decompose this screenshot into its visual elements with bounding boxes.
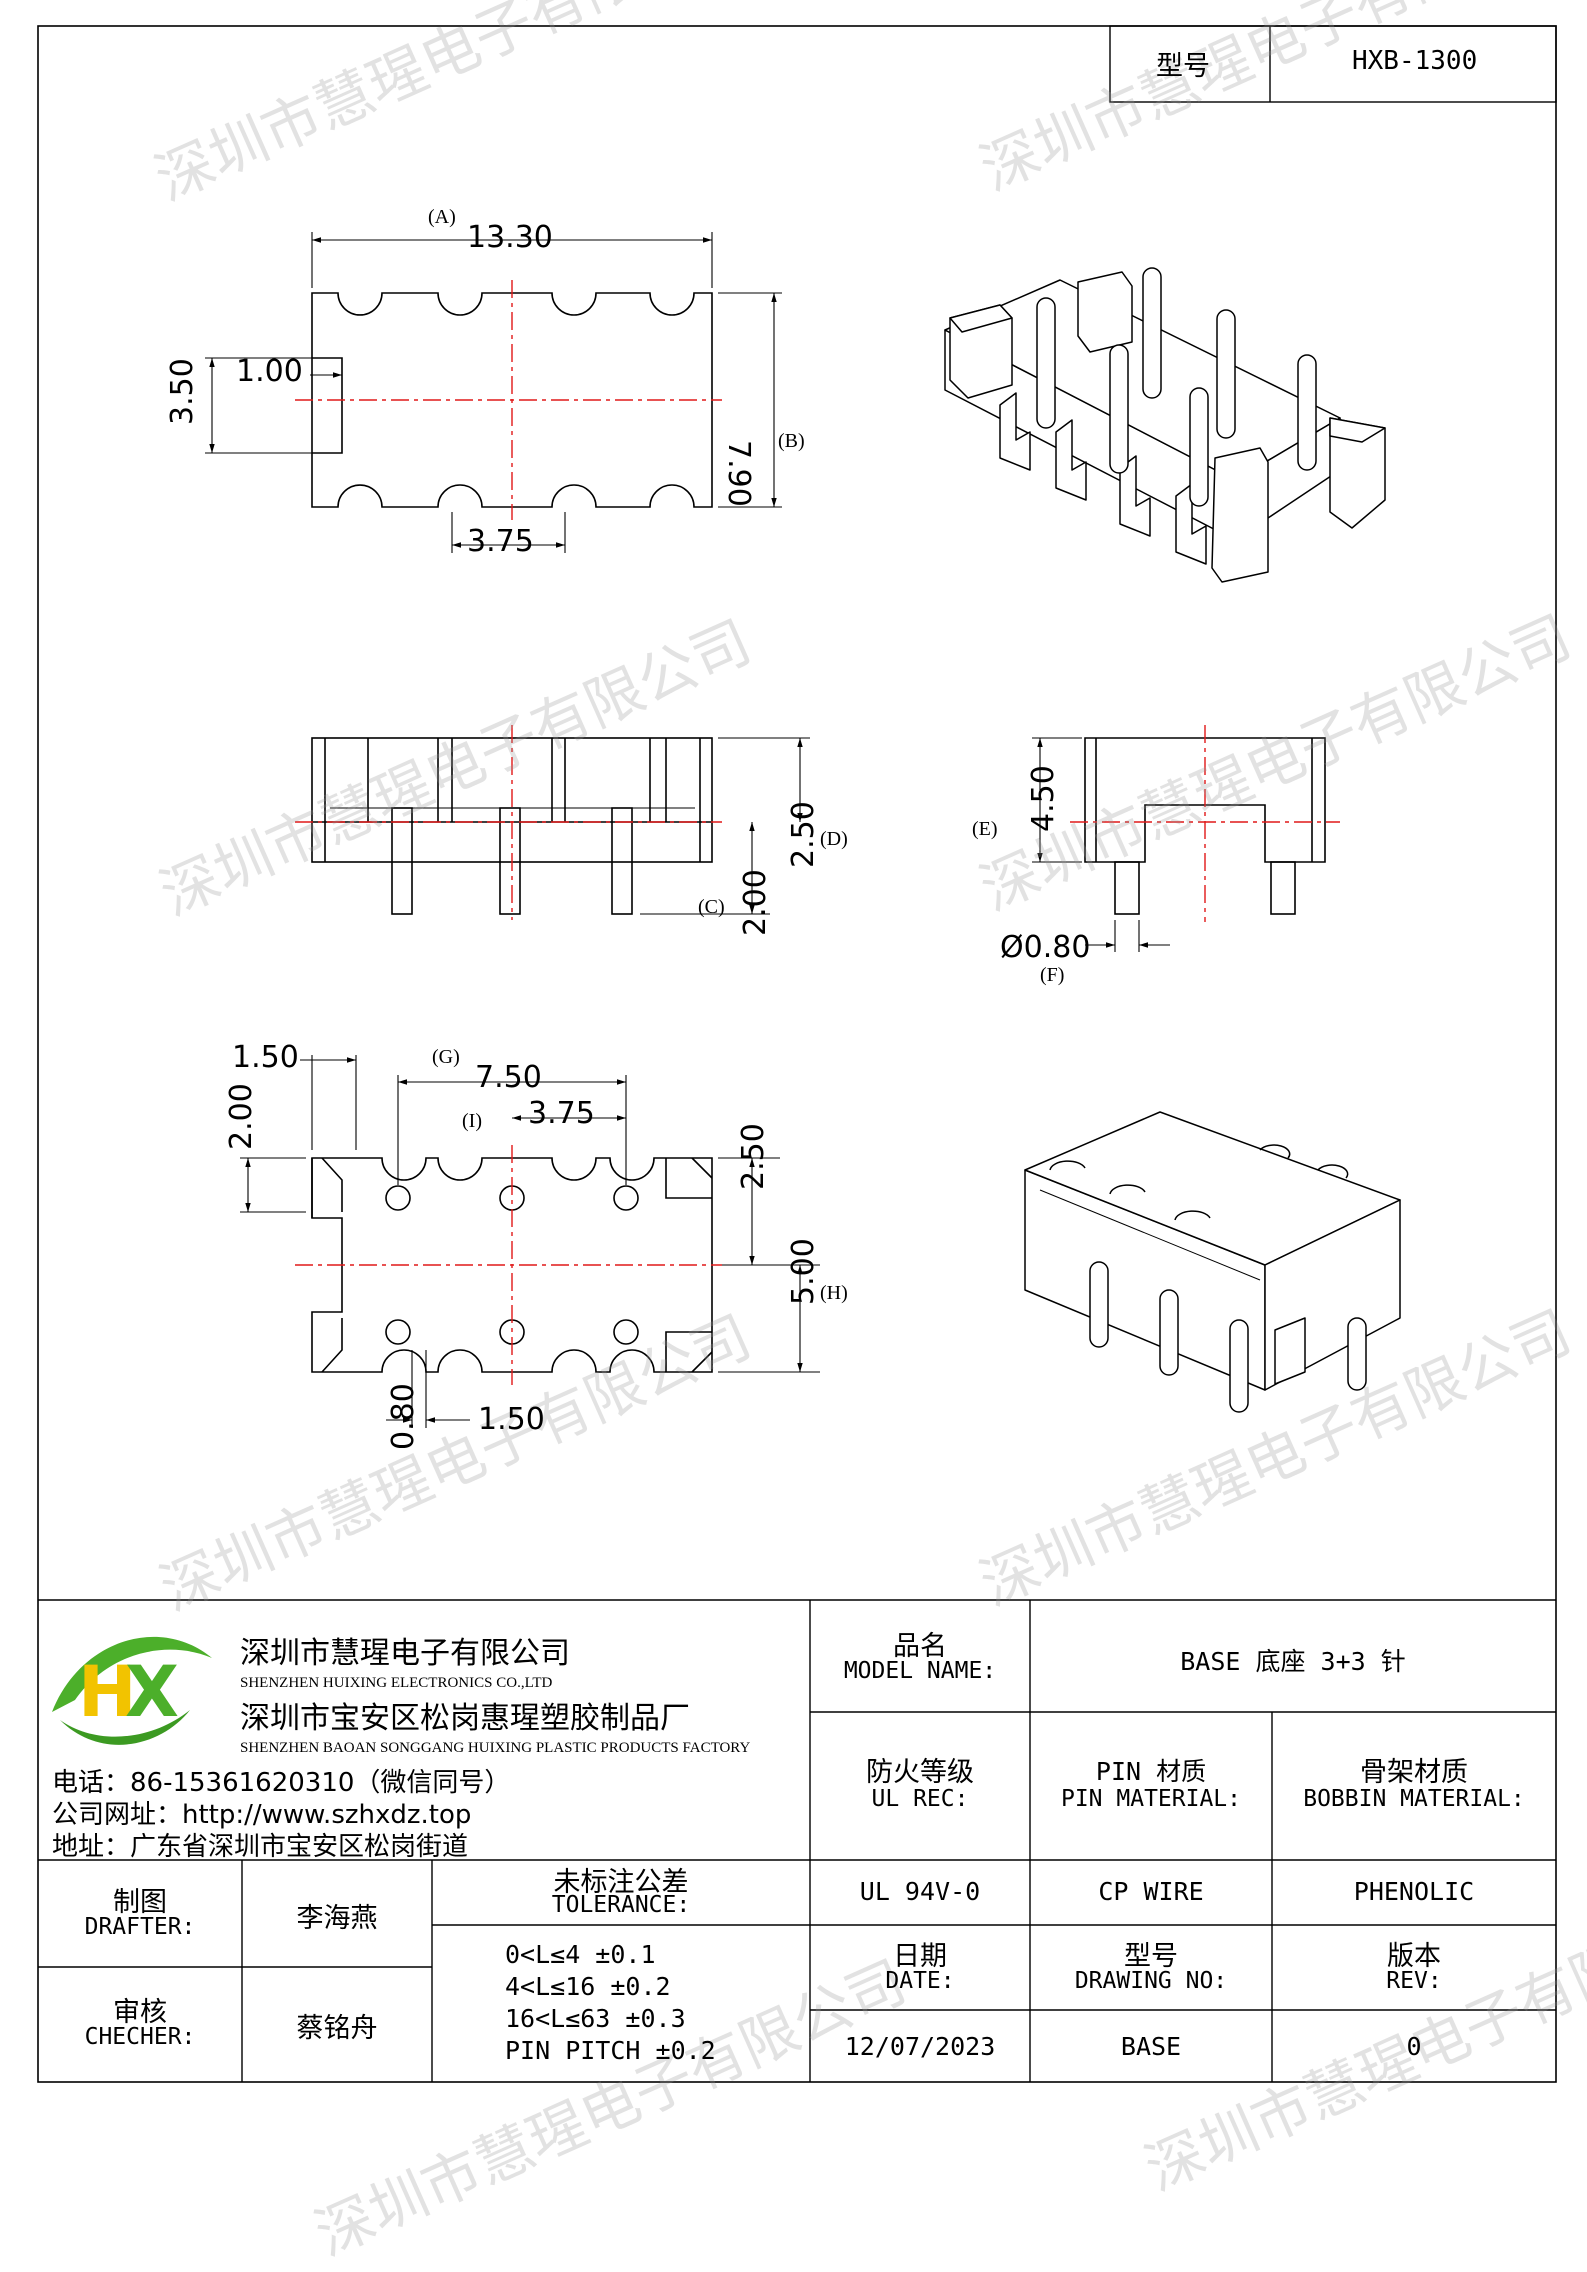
dim-c-value: 2.00 (738, 869, 773, 936)
checker-cn: 审核 (113, 1997, 167, 2028)
dim-e-tag: (E) (972, 818, 998, 840)
model-value: HXB-1300 (1352, 46, 1478, 76)
drawing-no-en: DRAWING NO: (1074, 1968, 1228, 1994)
dim-h-value: 5.00 (786, 1238, 821, 1305)
bottom-view (240, 1055, 820, 1428)
drawing-no-value: BASE (1120, 2032, 1182, 2061)
company-phone: 电话：86-15361620310（微信同号） (52, 1768, 511, 1798)
svg-text:H: H (78, 1651, 137, 1733)
tolerance-line: PIN PITCH ±0.2 (505, 2036, 716, 2065)
bobbin-material-cn: 骨架材质 (1360, 1757, 1468, 1788)
dim-0-80: 0.80 (386, 1383, 421, 1450)
company-website: 公司网址：http://www.szhxdz.top (52, 1800, 472, 1830)
drawing-svg: H X (37, 25, 1557, 2083)
dim-h-tag: (H) (820, 1282, 848, 1304)
bobbin-material-value: PHENOLIC (1353, 1877, 1475, 1906)
tolerance-line: 4<L≤16 ±0.2 (505, 1972, 671, 2001)
iso-view-bottom (1024, 1111, 1401, 1413)
model-label: 型号 (1156, 51, 1210, 82)
model-name-cn: 品名 (893, 1631, 947, 1662)
tolerance-en: TOLERANCE: (551, 1892, 691, 1918)
dim-b-tag: (B) (778, 430, 805, 452)
date-cn: 日期 (893, 1941, 947, 1972)
company-address: 地址：广东省深圳市宝安区松岗街道 (52, 1832, 469, 1862)
rev-value: 0 (1406, 2032, 1422, 2061)
date-value: 12/07/2023 (844, 2032, 996, 2061)
dim-1-50-top: 1.50 (232, 1040, 299, 1075)
drafter-name: 李海燕 (296, 1903, 378, 1934)
dim-i-tag: (I) (462, 1110, 482, 1132)
ul-rec-en: UL REC: (871, 1786, 969, 1812)
pin-material-en: PIN MATERIAL: (1060, 1786, 1241, 1812)
factory-name-en: SHENZHEN BAOAN SONGGANG HUIXING PLASTIC … (240, 1740, 751, 1756)
title-block-lines (38, 1599, 1556, 2082)
top-view (205, 232, 782, 553)
model-name-value: BASE 底座 3+3 针 (1180, 1647, 1406, 1676)
drafter-cn: 制图 (113, 1887, 167, 1918)
ul-rec-cn: 防火等级 (866, 1757, 974, 1788)
dim-b-value: 7.90 (721, 440, 756, 507)
dim-2-50-right: 2.50 (736, 1123, 771, 1190)
side-view (1032, 737, 1326, 952)
dim-a-value: 13.30 (467, 220, 553, 255)
checker-en: CHECHER: (84, 2024, 196, 2050)
dim-a-tag: (A) (428, 206, 456, 228)
model-name-en: MODEL NAME: (843, 1658, 997, 1684)
dim-2-00-left: 2.00 (224, 1083, 259, 1150)
checker-name: 蔡铭舟 (296, 2013, 378, 2044)
company-logo: H X (52, 1636, 212, 1745)
dim-i-value: 3.75 (528, 1096, 595, 1131)
dim-e-value: 4.50 (1026, 765, 1061, 832)
tolerance-line: 16<L≤63 ±0.3 (505, 2004, 686, 2033)
pin-material-cn: PIN 材质 (1095, 1757, 1207, 1786)
ul-rec-value: UL 94V-0 (859, 1877, 981, 1906)
rev-cn: 版本 (1387, 1941, 1441, 1972)
dim-f-tag: (F) (1040, 964, 1065, 986)
company-name-en: SHENZHEN HUIXING ELECTRONICS CO.,LTD (240, 1675, 553, 1691)
dim-3-75: 3.75 (467, 524, 534, 559)
dim-1-50-bottom: 1.50 (478, 1402, 545, 1437)
dim-c-tag: (C) (698, 896, 725, 918)
iso-view-top (944, 267, 1386, 583)
drawing-sheet: H X 深圳市慧瑆电子有限公司 深圳市慧瑆电子有限公司 深圳市慧瑆电子有限公司 … (37, 0, 1587, 2269)
drawing-no-cn: 型号 (1124, 1941, 1178, 1972)
dim-1-00: 1.00 (236, 354, 303, 389)
factory-name-cn: 深圳市宝安区松岗惠瑆塑胶制品厂 (240, 1701, 690, 1736)
company-name-cn: 深圳市慧瑆电子有限公司 (240, 1636, 570, 1671)
dim-f-value: Ø0.80 (1000, 930, 1091, 965)
front-view (311, 737, 810, 915)
date-en: DATE: (885, 1968, 955, 1994)
svg-text:X: X (125, 1651, 179, 1733)
bobbin-material-en: BOBBIN MATERIAL: (1303, 1786, 1525, 1812)
tolerance-cn: 未标注公差 (553, 1867, 689, 1898)
rev-en: REV: (1386, 1968, 1442, 1994)
pin-material-value: CP WIRE (1098, 1877, 1204, 1906)
tolerance-line: 0<L≤4 ±0.1 (505, 1940, 656, 1969)
dim-g-value: 7.50 (475, 1060, 542, 1095)
dim-3-50: 3.50 (165, 358, 200, 425)
dim-d-value: 2.50 (786, 801, 821, 868)
dim-d-tag: (D) (820, 828, 848, 850)
drafter-en: DRAFTER: (84, 1914, 196, 1940)
dim-g-tag: (G) (432, 1046, 460, 1068)
